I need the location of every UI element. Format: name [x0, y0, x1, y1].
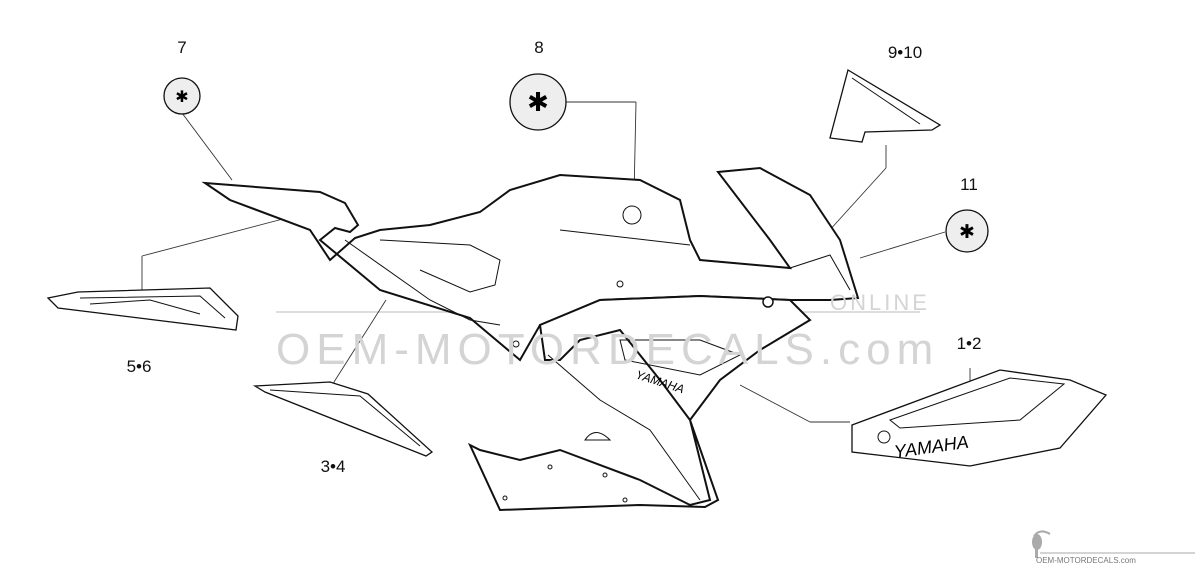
callout-11: 11	[960, 175, 978, 194]
bird-logo-icon	[1032, 530, 1195, 558]
footer-logo-text: OEM-MOTORDECALS.com	[1036, 556, 1136, 565]
callout-5-6: 5•6	[126, 357, 152, 376]
decal-5-6[interactable]	[46, 287, 239, 331]
callout-7: 7	[177, 38, 187, 57]
tuning-fork-emblem-icon: ✱	[527, 87, 549, 117]
decal-9-10[interactable]	[829, 68, 942, 143]
callout-9-10: 9•10	[887, 43, 923, 62]
callout-1-2: 1•2	[956, 334, 982, 353]
emblem-7[interactable]: ✱	[163, 77, 201, 115]
leader-lines	[141, 101, 971, 423]
tuning-fork-emblem-icon: ✱	[175, 89, 188, 106]
emblem-8[interactable]: ✱	[509, 73, 567, 131]
decal-1-2[interactable]: YAMAHA	[851, 369, 1108, 467]
emblem-11[interactable]: ✱	[945, 209, 989, 253]
decal-3-4[interactable]	[252, 381, 434, 457]
callout-3-4: 3•4	[320, 457, 346, 476]
tuning-fork-emblem-icon: ✱	[959, 222, 975, 243]
callout-8: 8	[534, 38, 544, 57]
motorcycle-fairing: YAMAHA	[201, 166, 860, 512]
